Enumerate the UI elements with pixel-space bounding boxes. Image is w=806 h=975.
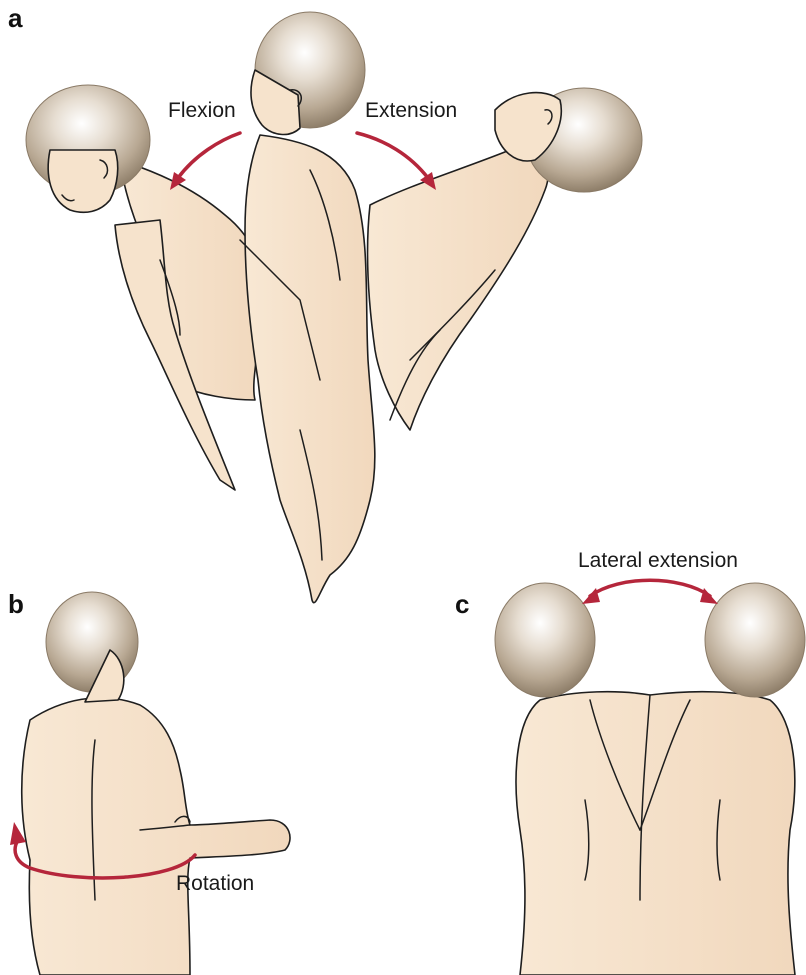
figure-extension	[368, 88, 642, 430]
label-rotation: Rotation	[176, 872, 254, 895]
panel-c: c Lateral extension	[455, 549, 805, 975]
label-lateral-extension: Lateral extension	[578, 549, 738, 572]
panel-b: b Rotation	[8, 589, 290, 975]
panel-letter-a: a	[8, 3, 23, 33]
lateral-arrow	[590, 580, 710, 596]
label-extension: Extension	[365, 99, 457, 122]
flexion-arrow	[178, 133, 240, 178]
figure-neutral	[240, 12, 375, 603]
label-flexion: Flexion	[168, 99, 236, 122]
figure-rotation	[22, 592, 290, 975]
extension-arrow	[357, 133, 428, 178]
figure-lateral	[495, 583, 805, 975]
panel-letter-c: c	[455, 589, 469, 619]
panel-letter-b: b	[8, 589, 24, 619]
figure-flexion	[26, 85, 262, 490]
panel-a: a	[8, 3, 642, 603]
